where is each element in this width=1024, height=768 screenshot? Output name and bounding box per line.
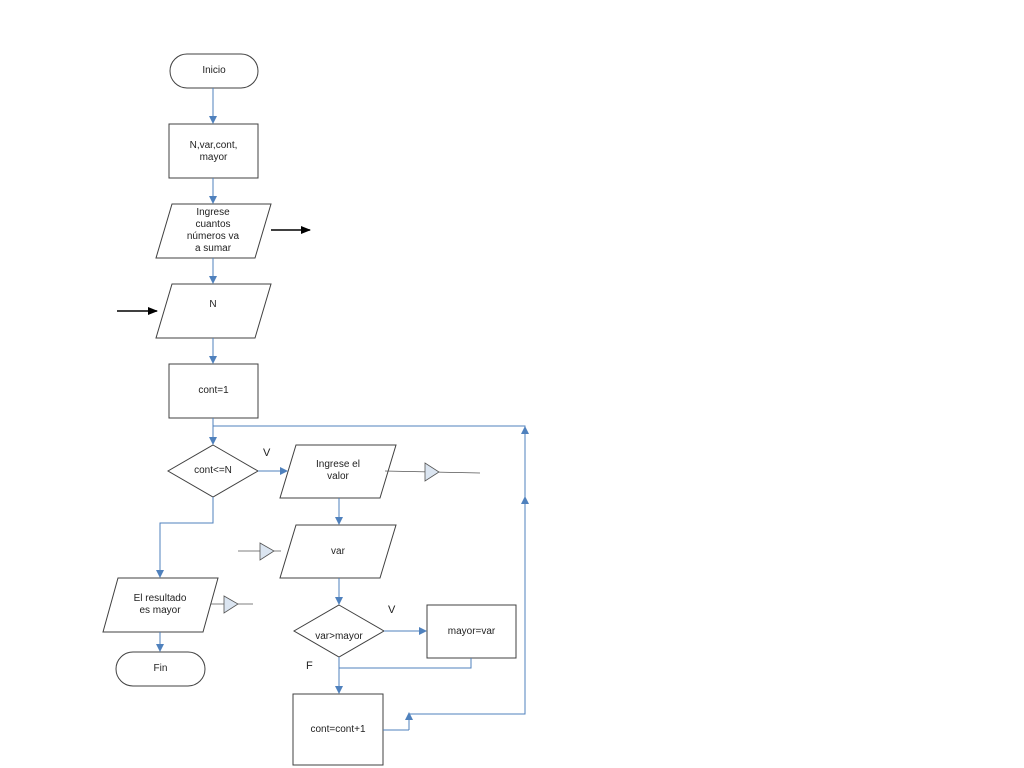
result-output-io [102,577,219,633]
output-marker-result [223,595,239,614]
prompt-value-io [279,444,397,499]
label-vars: N,var,cont, mayor [189,140,238,163]
label-true-mayor: V [388,604,396,616]
arrow-loop-false [156,497,214,578]
label-fin: Fin [153,663,168,674]
n-input-io [155,283,272,339]
label-inicio: Inicio [202,65,226,76]
label-prompt-value: Ingrese el valor [316,459,360,482]
start-terminal [169,53,259,89]
input-marker-var [259,542,275,561]
variables-box [168,123,259,179]
io-markers [211,462,481,614]
label-result: El resultado es mayor [133,593,187,616]
label-n: N [209,299,217,310]
label-mayor-condition: var>mayor [315,631,363,642]
label-false-mayor: F [306,660,313,672]
label-loop-condition: cont<=N [194,465,232,476]
output-marker-value [424,462,440,482]
end-terminal [115,651,206,687]
label-cont-init: cont=1 [198,385,229,396]
assign-mayor-box [426,604,517,659]
label-true-loop: V [263,447,271,459]
cont-init-box [168,363,259,419]
label-increment: cont=cont+1 [310,724,366,735]
increment-box [292,693,384,766]
assign-merge [339,658,472,669]
var-input-io [279,524,397,579]
label-prompt-count: Ingrese cuantos números va a sumar [186,207,240,254]
prompt-count-io [155,203,272,259]
label-assign-mayor: mayor=var [447,626,496,637]
connectors [156,88,529,731]
label-var: var [331,546,345,557]
